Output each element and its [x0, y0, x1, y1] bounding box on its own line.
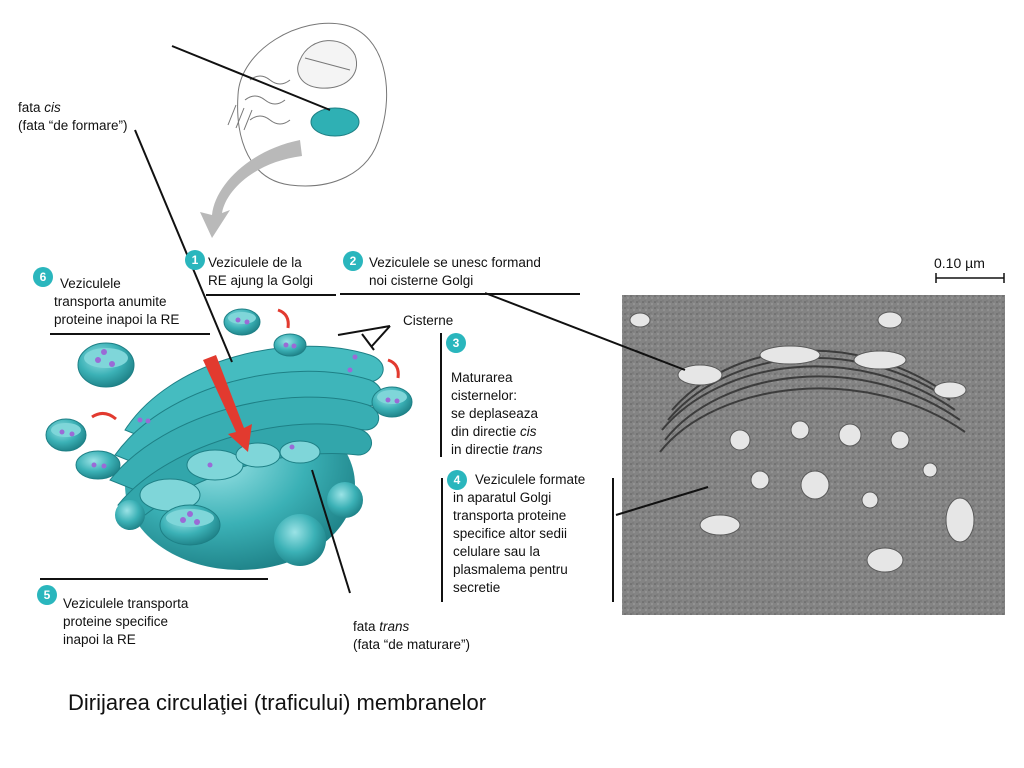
rule-step5	[40, 578, 268, 580]
rule-step4-left	[441, 478, 443, 602]
cell-sketch	[227, 22, 388, 187]
step-2-badge: 2	[343, 251, 363, 271]
step-5-text: Veziculele transporta proteine specifice…	[63, 596, 189, 647]
step-6-badge: 6	[33, 267, 53, 287]
slide-caption: Dirijarea circulaţiei (traficului) membr…	[68, 690, 487, 715]
rule-step6	[50, 333, 210, 335]
golgi-stack	[109, 345, 384, 570]
scale-bar-label: 0.10 µm	[934, 255, 985, 271]
rule-step2	[340, 293, 580, 295]
leader-lines	[134, 45, 709, 594]
step-4-text: Veziculele formate in aparatul Golgi tra…	[453, 472, 586, 595]
cisterne-label: Cisterne	[403, 313, 454, 328]
rule-step4-right	[612, 478, 614, 602]
step-3-text: Maturarea cisternelor: se deplaseaza din…	[451, 370, 543, 457]
vesicles	[45, 308, 413, 546]
step-6-text: Veziculele transporta anumite proteine i…	[54, 276, 180, 327]
step-1-text: Veziculele de la RE ajung la Golgi	[208, 255, 314, 288]
scale-bar	[935, 273, 1005, 283]
rule-step1	[206, 294, 336, 296]
zoom-arrow	[200, 140, 302, 238]
step-2-text: Veziculele se unesc formand noi cisterne…	[369, 255, 541, 288]
step-3-badge: 3	[446, 333, 466, 353]
rule-step3	[440, 333, 442, 457]
cis-to-trans-arrow	[203, 355, 252, 452]
step-4-badge: 4	[447, 470, 467, 490]
trans-face-label: fata trans(fata “de maturare”)	[353, 619, 471, 652]
electron-micrograph	[622, 295, 1005, 615]
sketch-golgi	[310, 107, 360, 137]
step-1-badge: 1	[185, 250, 205, 270]
red-arrows	[91, 308, 400, 421]
cis-face-label: fata cis(fata “de formare”)	[18, 100, 128, 133]
step-5-badge: 5	[37, 585, 57, 605]
